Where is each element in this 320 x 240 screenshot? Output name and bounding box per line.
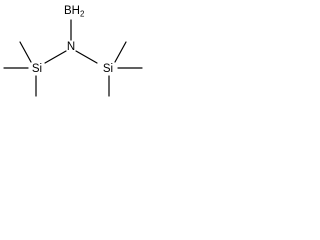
atom-boron-group: BH2 (64, 5, 85, 19)
bond-n-si-right (75, 50, 98, 64)
atom-nitrogen: N (67, 41, 75, 53)
atom-boron: B (64, 5, 72, 17)
atom-silicon-right: Si (103, 63, 113, 75)
bond-si-left-methyl-upper (19, 41, 32, 63)
bond-si-right-methyl-upper (114, 41, 127, 63)
bond-n-si-left (44, 50, 67, 64)
atom-boron-hydrogen: H (72, 5, 80, 17)
atom-silicon-left: Si (32, 63, 42, 75)
atom-boron-hydrogen-count: 2 (80, 10, 85, 19)
chemical-structure: BH2 N Si Si (3, 5, 143, 97)
